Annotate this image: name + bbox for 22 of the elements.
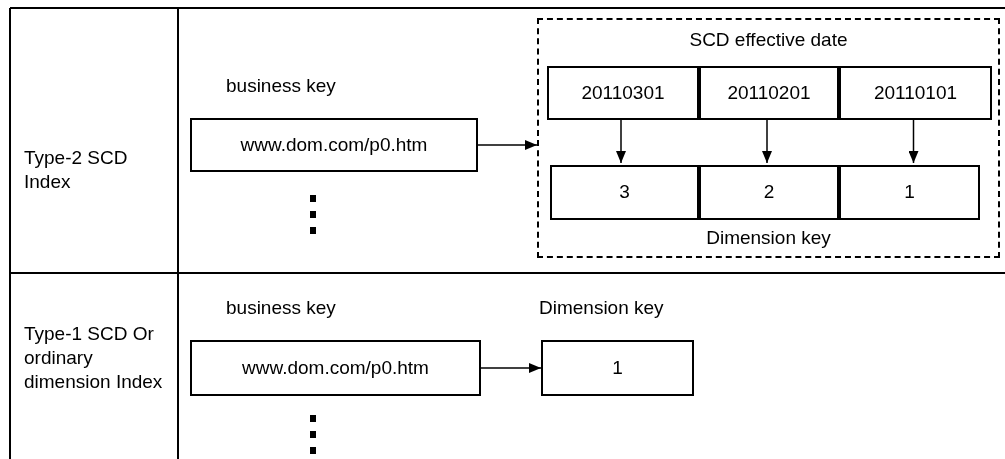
table-cell: 20110301 — [547, 66, 699, 120]
table-cell: 20110201 — [699, 66, 839, 120]
table-cell: 1 — [839, 165, 980, 220]
arrow — [616, 117, 626, 164]
table-cell: 2 — [699, 165, 839, 220]
arrow — [762, 117, 772, 164]
arrow — [908, 117, 919, 164]
box-text: 1 — [612, 355, 623, 380]
row-label: Type-2 SCD Index — [24, 146, 129, 194]
arrow — [477, 140, 538, 150]
group-heading: SCD effective date — [688, 28, 849, 52]
table-cell: 20110101 — [839, 66, 992, 120]
arrow — [480, 363, 542, 373]
dashed-group-box — [537, 18, 1000, 258]
box-text: www.dom.com/p0.htm — [242, 355, 429, 380]
group-footer: Dimension key — [539, 223, 998, 252]
row-label: Type-1 SCD Or ordinary dimension Index — [24, 322, 164, 394]
box-heading: Dimension key — [539, 296, 664, 320]
box-heading: business key — [226, 296, 336, 320]
box-text: www.dom.com/p0.htm — [240, 132, 428, 157]
table-cell: 3 — [550, 165, 699, 220]
box-heading: business key — [226, 74, 336, 98]
